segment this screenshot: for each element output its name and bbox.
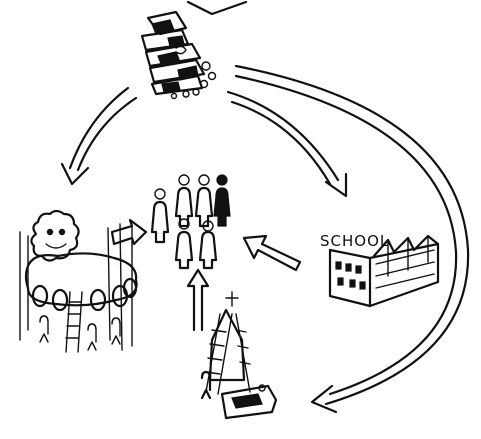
arrow-church-to-people (188, 270, 208, 330)
school-factory-icon: SCHOOL (320, 232, 438, 306)
arrow-money-to-school (228, 92, 346, 196)
arrow-money-to-mascot (62, 88, 136, 184)
top-box-fragment (188, 2, 246, 14)
church-builders-icon (202, 292, 276, 418)
arrow-school-to-people (244, 236, 300, 270)
people-crowd-icon (152, 175, 230, 268)
school-sign-label: SCHOOL (320, 232, 389, 250)
mascot-parade-icon (20, 211, 137, 352)
money-pile-icon (142, 12, 216, 99)
arrow-mascot-to-people (112, 220, 146, 244)
